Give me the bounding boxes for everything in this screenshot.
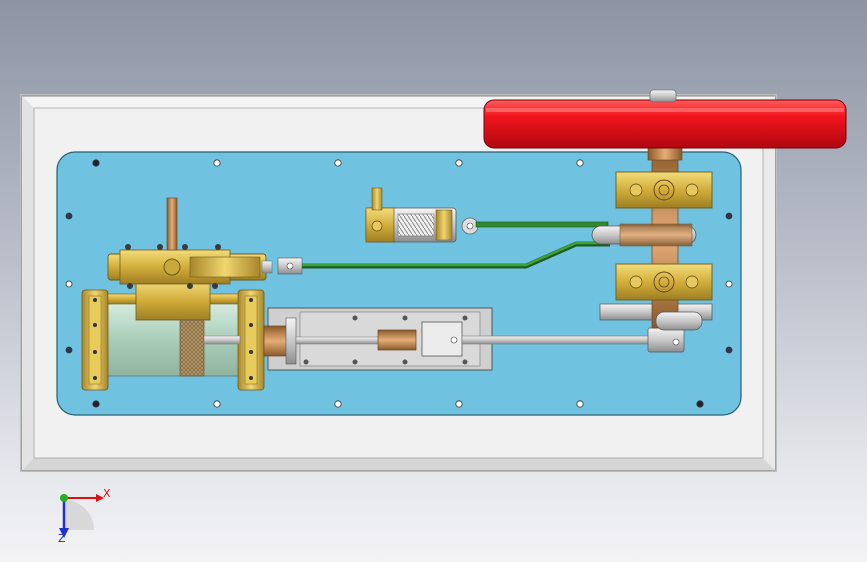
eccentric-rod[interactable] [475,221,609,228]
lubricator-unit[interactable] [365,187,479,243]
crosshead-guide[interactable] [263,307,493,371]
coordinate-triad[interactable]: X Z [58,487,111,545]
triad-z-label: Z [58,532,66,545]
valve-chest[interactable] [107,197,273,289]
deck-holes [65,159,733,408]
valve-rod[interactable] [277,241,610,275]
crankshaft-assembly[interactable] [591,147,713,331]
triad-x-label: X [103,487,111,500]
cylinder-assembly[interactable] [81,279,265,391]
connecting-rod[interactable] [461,327,685,353]
flywheel[interactable] [483,89,847,149]
